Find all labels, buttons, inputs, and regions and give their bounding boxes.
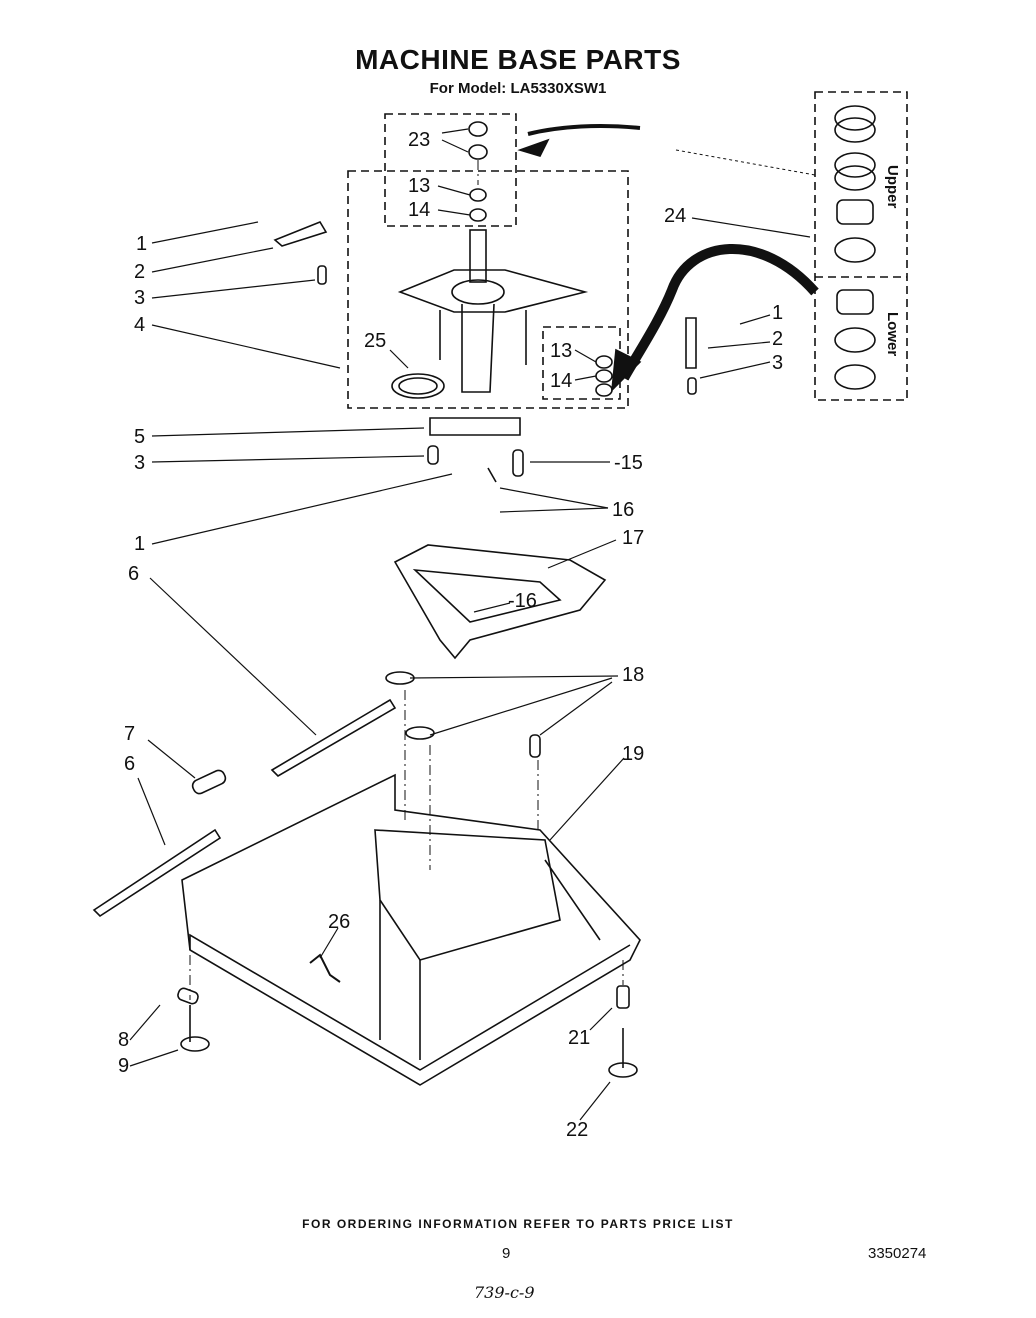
callout-9: 9 <box>118 1055 130 1077</box>
callout-2-left: 2 <box>134 261 146 283</box>
callout-13-upper: 13 <box>408 175 431 197</box>
inset-upper-label: Upper <box>884 165 901 209</box>
upper-parts-box <box>384 113 517 227</box>
curved-arrow-top <box>527 124 641 136</box>
inset-lower-label: Lower <box>884 312 901 357</box>
document-number: 3350274 <box>868 1245 927 1262</box>
model-subtitle: For Model: LA5330XSW1 <box>429 80 607 97</box>
callout-17: 17 <box>622 527 645 549</box>
tub-support-frame <box>393 544 607 660</box>
callout-3-right: 3 <box>772 352 784 374</box>
callout-6-top: 6 <box>128 563 140 585</box>
callout-26: 26 <box>328 911 351 933</box>
callout-13-lower: 13 <box>550 340 573 362</box>
callout-5: 5 <box>134 426 146 448</box>
callout-21: 21 <box>568 1027 591 1049</box>
callout-22: 22 <box>566 1119 589 1141</box>
agitator-group-box <box>347 170 629 409</box>
callout-1-left-top: 1 <box>136 233 148 255</box>
callout-16-top: 16 <box>612 499 635 521</box>
callout-23: 23 <box>408 129 431 151</box>
callout-4: 4 <box>134 314 146 336</box>
callout-25: 25 <box>364 330 387 352</box>
callout-24: 24 <box>664 205 687 227</box>
page-title: MACHINE BASE PARTS <box>355 44 681 75</box>
callout-1-right: 1 <box>772 302 784 324</box>
callout-3-left-mid: 3 <box>134 452 146 474</box>
page-number: 9 <box>502 1245 511 1262</box>
ordering-note: FOR ORDERING INFORMATION REFER TO PARTS … <box>302 1217 734 1231</box>
callout-15: -15 <box>614 452 643 474</box>
machine-base-frame <box>181 773 641 1086</box>
bearing-group-box <box>542 326 621 400</box>
callout-7: 7 <box>124 723 136 745</box>
callout-8: 8 <box>118 1029 130 1051</box>
handwritten-note: 739-c-9 <box>474 1283 535 1302</box>
callout-6-bottom: 6 <box>124 753 136 775</box>
curved-arrow-right <box>619 243 819 381</box>
callout-14-upper: 14 <box>408 199 431 221</box>
callout-18: 18 <box>622 664 645 686</box>
callout-14-lower: 14 <box>550 370 573 392</box>
callout-1-left-mid: 1 <box>134 533 146 555</box>
callout-19: 19 <box>622 743 645 765</box>
callout-3-left-top: 3 <box>134 287 146 309</box>
inset-box <box>814 91 908 401</box>
callout-2-right: 2 <box>772 328 784 350</box>
callout-16-lower: -16 <box>508 590 537 612</box>
